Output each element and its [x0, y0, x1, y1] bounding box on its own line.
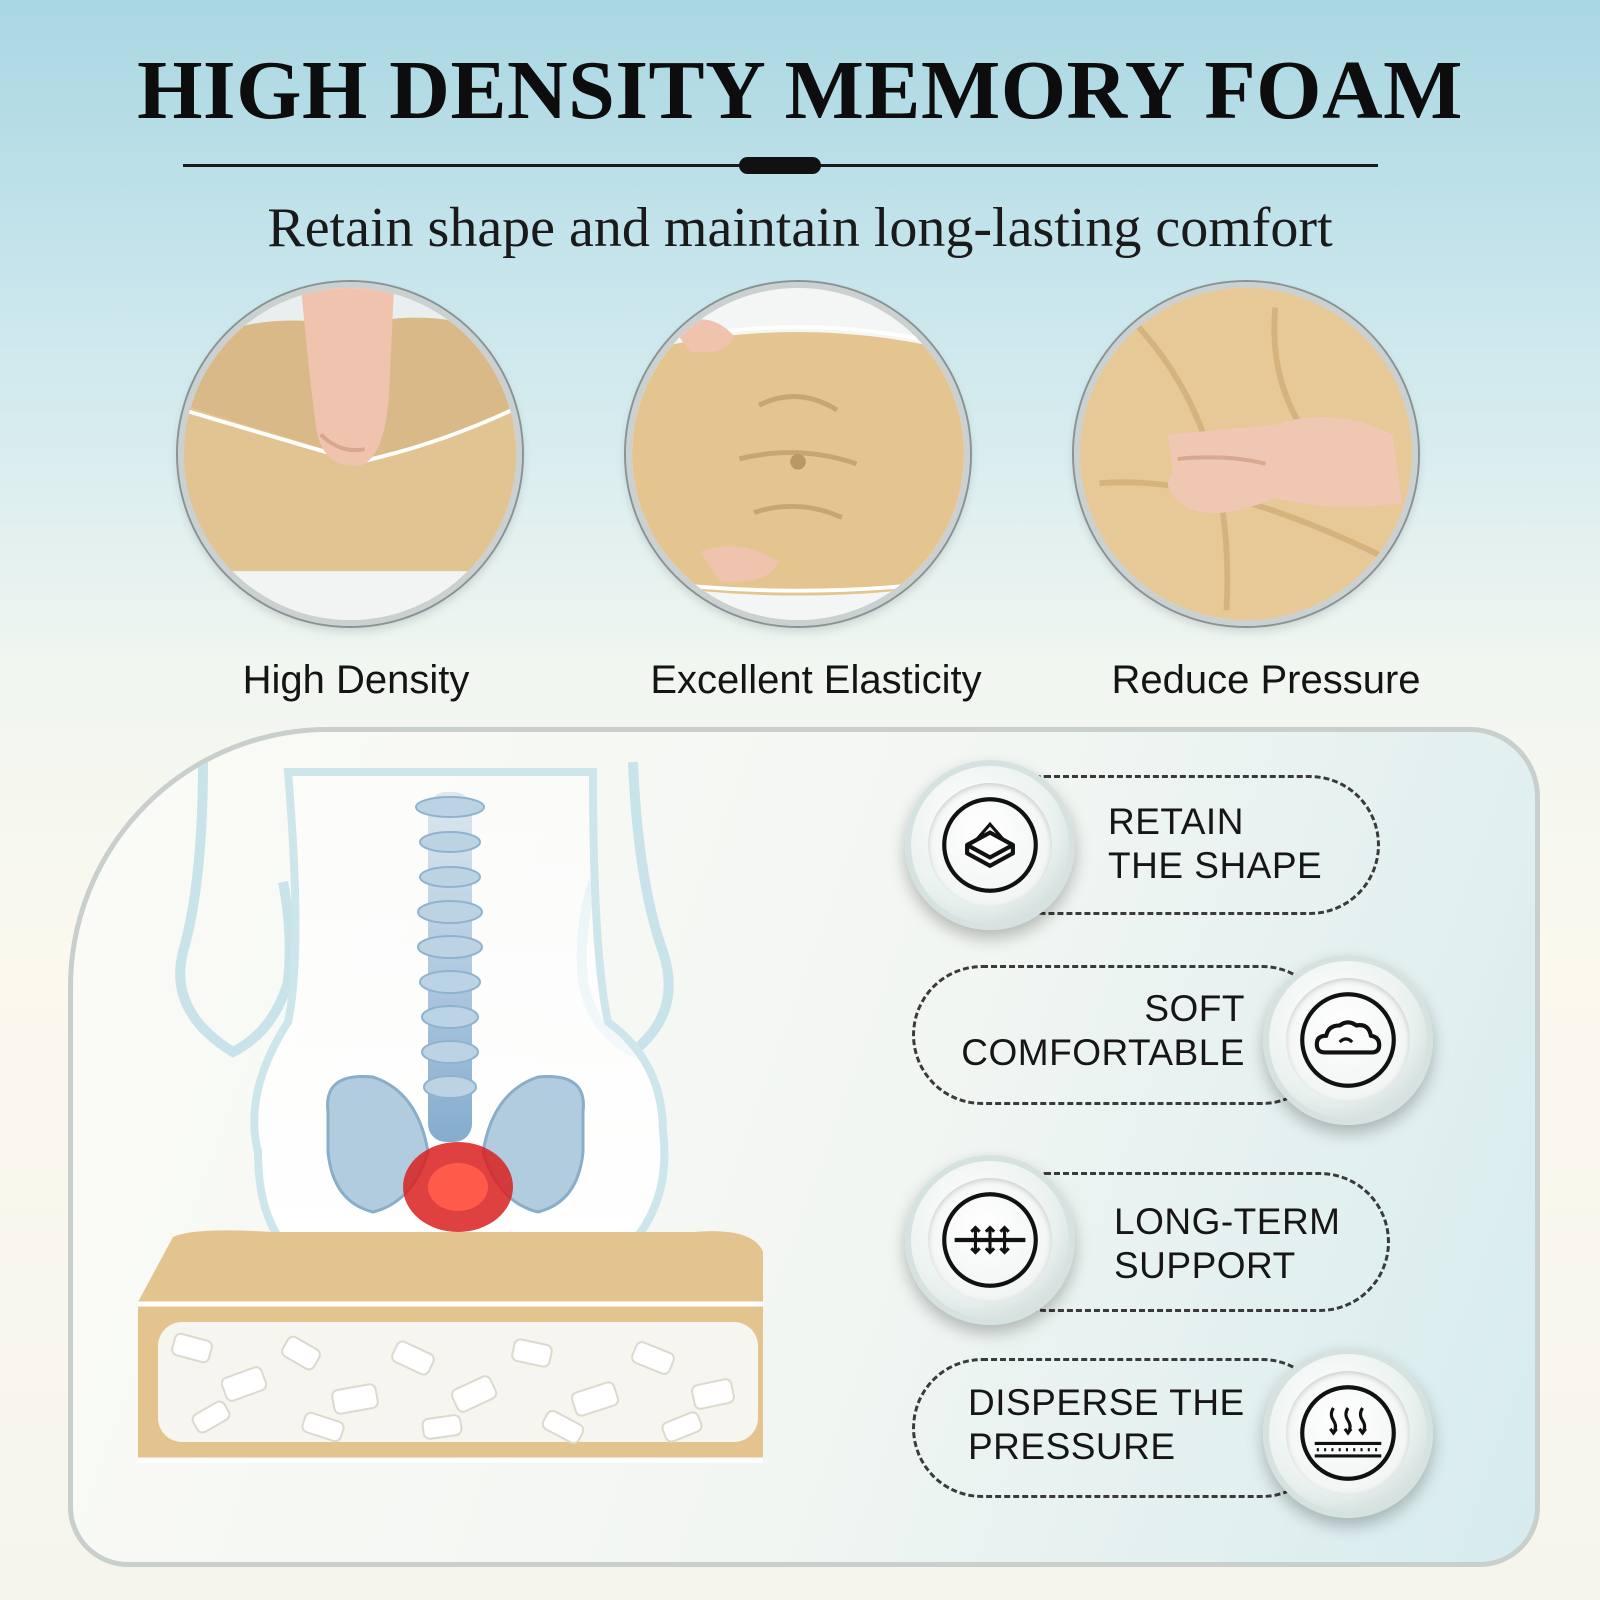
excellent-elasticity-image	[626, 282, 970, 626]
long-term-support-badge	[905, 1155, 1075, 1325]
soft-comfortable-text: SOFT COMFORTABLE	[961, 988, 1245, 1073]
disperse-pressure-badge	[1263, 1348, 1433, 1518]
feature-label-high-density: High Density	[242, 658, 470, 702]
heat-waves-icon	[1300, 1385, 1396, 1481]
pelvis-graphic	[326, 1074, 585, 1232]
spine-cushion-illustration	[138, 761, 763, 1463]
retain-shape-badge	[905, 760, 1075, 930]
high-density-image	[178, 282, 522, 626]
retain-shape-text: RETAIN THE SHAPE	[1108, 801, 1323, 886]
cushion-cutaway	[138, 1230, 763, 1463]
spine-graphic	[415, 792, 485, 1142]
soft-comfortable-badge	[1263, 955, 1433, 1125]
long-term-support-text: LONG-TERM SUPPORT	[1114, 1201, 1341, 1286]
cloud-icon	[1300, 992, 1396, 1088]
feature-label-reduce-pressure: Reduce Pressure	[1111, 658, 1421, 702]
headline: HIGH DENSITY MEMORY FOAM	[137, 44, 1463, 137]
layers-square-icon	[942, 797, 1038, 893]
disperse-pressure-text: DISPERSE THE PRESSURE	[968, 1382, 1245, 1467]
reduce-pressure-image	[1074, 282, 1418, 626]
subtitle: Retain shape and maintain long-lasting c…	[267, 197, 1333, 259]
feature-label-excellent-elasticity: Excellent Elasticity	[650, 658, 982, 702]
support-arrows-icon	[942, 1192, 1038, 1288]
divider-pill	[739, 157, 821, 174]
